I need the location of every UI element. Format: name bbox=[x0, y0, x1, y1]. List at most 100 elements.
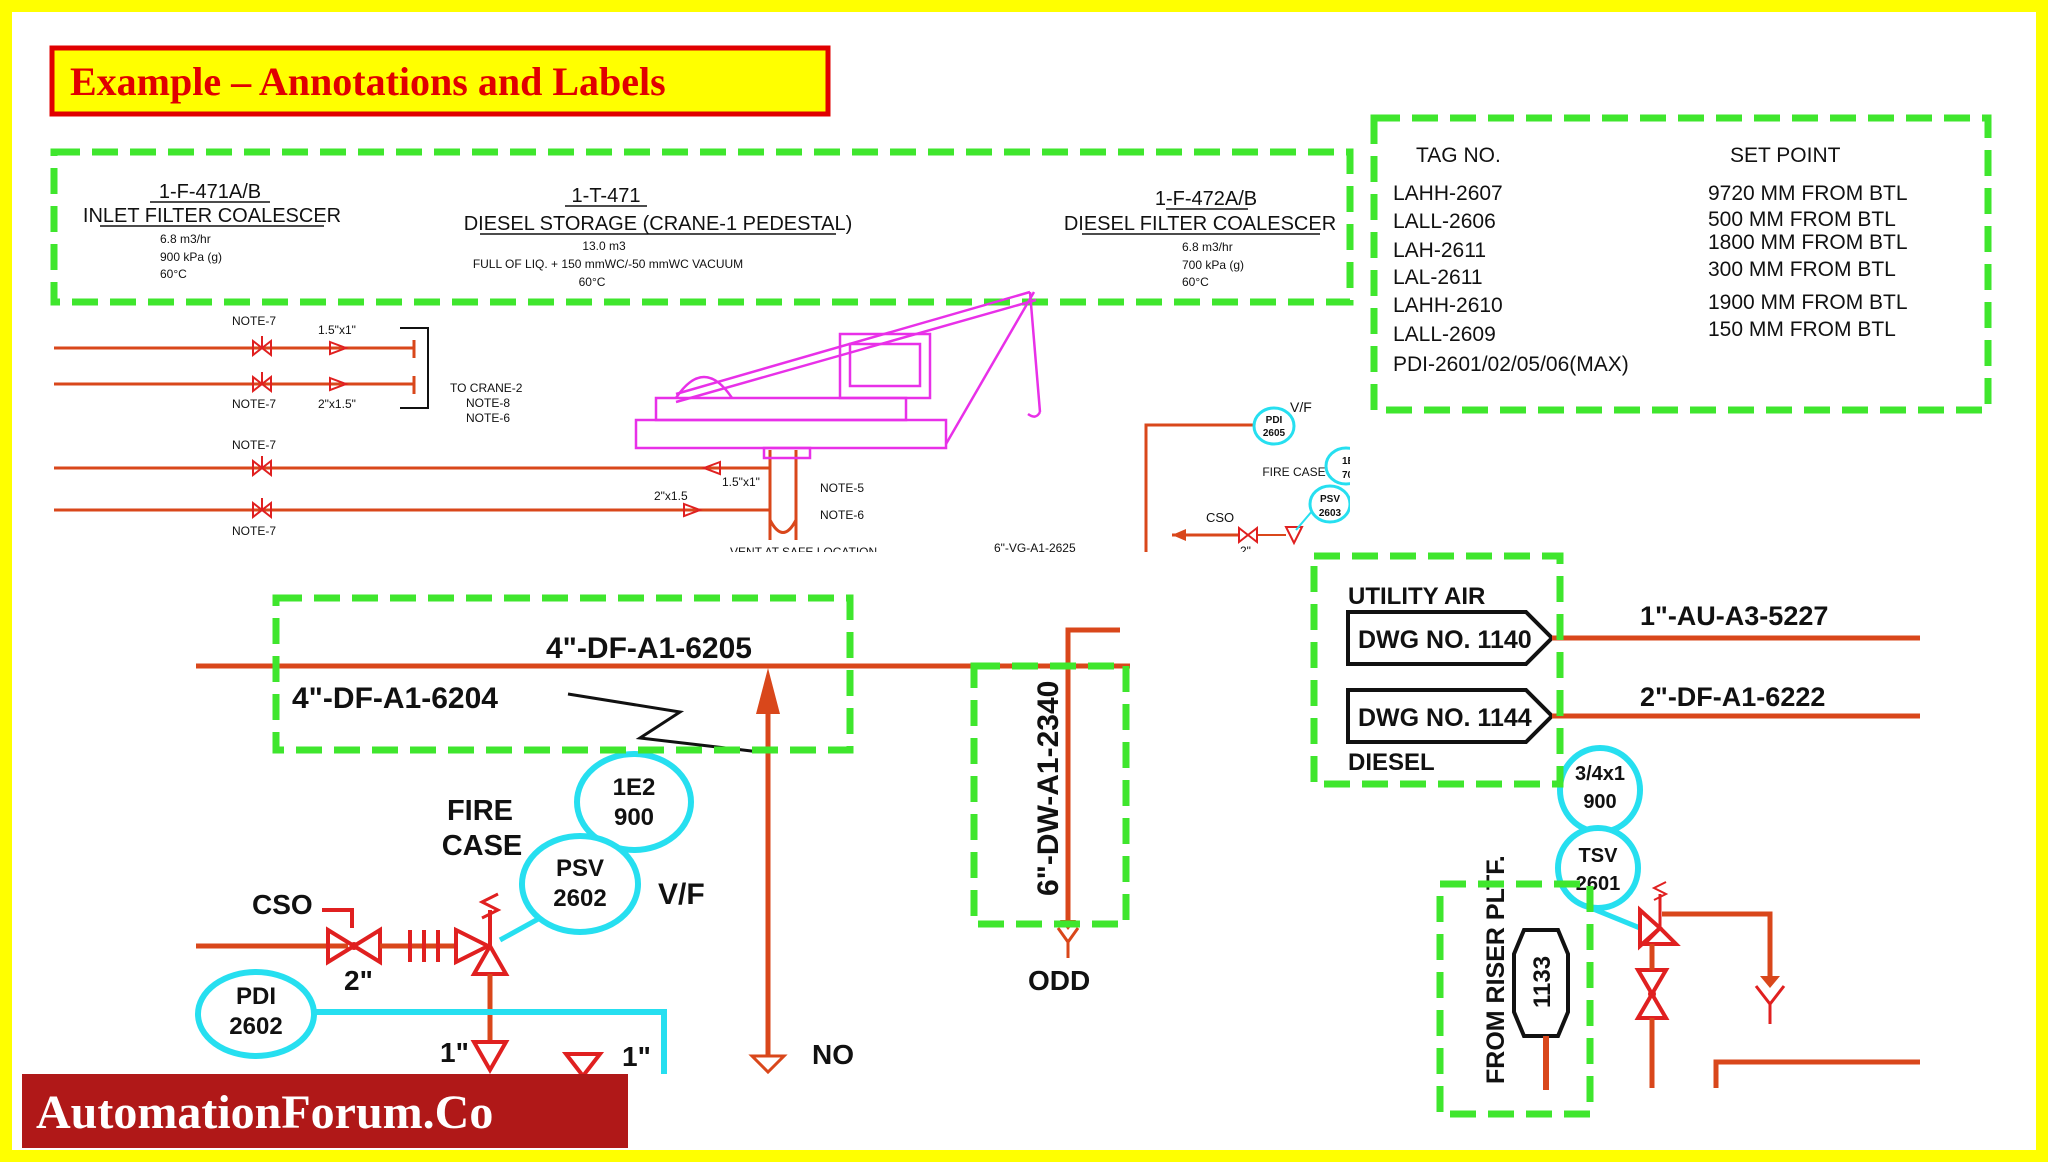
svg-text:900: 900 bbox=[614, 804, 654, 831]
small-reducer bbox=[329, 376, 349, 392]
svg-text:3/4x1: 3/4x1 bbox=[1575, 763, 1625, 785]
svg-text:900: 900 bbox=[1583, 791, 1616, 813]
setpoint-row-value: 9720 MM FROM BTL bbox=[1708, 182, 1908, 205]
setpoint-row-value: 150 MM FROM BTL bbox=[1708, 318, 1896, 341]
small-reducer bbox=[329, 340, 349, 356]
svg-text:1E: 1E bbox=[1342, 456, 1355, 467]
small-valve bbox=[252, 498, 272, 520]
note-label: NOTE-7 bbox=[232, 397, 276, 411]
setpoint-row-tag: LAH-2611 bbox=[1393, 239, 1486, 262]
small-valve bbox=[252, 372, 272, 394]
from-riser-label: FROM RISER PLTF. bbox=[1482, 855, 1510, 1084]
line-df-6205: 4"-DF-A1-6205 bbox=[546, 632, 752, 665]
fire-case-label: FIRE bbox=[447, 795, 513, 827]
equipment-spec-3a: 6.8 m3/hr bbox=[1182, 240, 1233, 254]
tsv-block-valve bbox=[1634, 968, 1670, 1020]
offpage-connector-1140 bbox=[1346, 610, 1555, 666]
setpoint-header-set: SET POINT bbox=[1730, 144, 1841, 167]
note-label: NOTE-7 bbox=[232, 314, 276, 328]
reducer-label: 1.5"x1" bbox=[318, 323, 356, 337]
setpoint-row-tag: LAHH-2607 bbox=[1393, 182, 1503, 205]
equipment-spec-2c: 60°C bbox=[579, 275, 606, 289]
equipment-tag-3: 1-F-472A/B bbox=[1155, 188, 1257, 210]
fire-case-label: CASE bbox=[442, 830, 523, 862]
pdi-small-bubble bbox=[1252, 406, 1296, 446]
svg-text:PDI: PDI bbox=[1266, 415, 1283, 426]
svg-text:PSV: PSV bbox=[1320, 494, 1340, 505]
setpoint-row-value: 500 MM FROM BTL bbox=[1708, 208, 1896, 231]
equipment-spec-2a: 13.0 m3 bbox=[582, 239, 626, 253]
setpoint-row-value: 300 MM FROM BTL bbox=[1708, 258, 1896, 281]
setpoint-row-value: 1900 MM FROM BTL bbox=[1708, 291, 1908, 314]
large-piping-area: NO ODD 6"-DW-A1-2340 4"-DF-A1-6205 4"-DF… bbox=[195, 627, 1130, 1080]
riser-connector bbox=[1512, 928, 1570, 1038]
bottom-valve bbox=[470, 1040, 605, 1080]
instrument-bubble-34x1 bbox=[1557, 745, 1643, 835]
svg-text:2603: 2603 bbox=[1319, 508, 1342, 519]
footer-brand: AutomationForum.Co bbox=[36, 1086, 493, 1139]
svg-text:DWG NO. 1144: DWG NO. 1144 bbox=[1358, 704, 1532, 732]
line-au-5227: 1"-AU-A3-5227 bbox=[1640, 601, 1828, 631]
fire-case-small: FIRE CASE bbox=[1262, 465, 1325, 479]
equipment-tag-1: 1-F-471A/B bbox=[159, 181, 261, 203]
vf-small-label: V/F bbox=[1290, 399, 1312, 415]
setpoint-row-tag: LALL-2609 bbox=[1393, 323, 1496, 346]
setpoint-row-tag: LALL-2606 bbox=[1393, 210, 1496, 233]
reducer-label: 2"x1.5 bbox=[654, 489, 688, 503]
setpoint-footer: PDI-2601/02/05/06(MAX) bbox=[1393, 353, 1629, 376]
svg-text:PSV: PSV bbox=[556, 855, 604, 882]
equipment-tag-2: 1-T-471 bbox=[572, 185, 641, 207]
equipment-spec-3b: 700 kPa (g) bbox=[1182, 258, 1244, 272]
offpage-connector-1144 bbox=[1346, 688, 1555, 744]
cso-label: CSO bbox=[252, 889, 313, 920]
equipment-labels: 1-F-471A/B INLET FILTER COALESCER 6.8 m3… bbox=[83, 181, 1336, 289]
cso-small-label: CSO bbox=[1206, 510, 1234, 525]
offpage-connectors: UTILITY AIR DWG NO. 1140 1"-AU-A3-5227 D… bbox=[1346, 583, 1920, 1090]
setpoint-row-tag: LAHH-2610 bbox=[1393, 294, 1503, 317]
equipment-name-2: DIESEL STORAGE (CRANE-1 PEDESTAL) bbox=[464, 213, 853, 235]
small-valve bbox=[252, 336, 272, 358]
instrument-bubble-1e2 bbox=[574, 751, 694, 853]
svg-text:2601: 2601 bbox=[1576, 873, 1621, 895]
small-reducer bbox=[683, 502, 703, 518]
equipment-spec-1c: 60°C bbox=[160, 267, 187, 281]
size-1in-label: 1" bbox=[440, 1037, 469, 1068]
setpoint-row-tag: LAL-2611 bbox=[1393, 266, 1483, 289]
line-df-6204: 4"-DF-A1-6204 bbox=[292, 682, 498, 715]
to-crane-label: TO CRANE-2 bbox=[450, 381, 523, 395]
size-2in-label: 2" bbox=[344, 965, 373, 996]
page-title: Example – Annotations and Labels bbox=[70, 59, 666, 104]
svg-text:70: 70 bbox=[1342, 470, 1354, 481]
tsv-bubble bbox=[1555, 825, 1641, 911]
note-label: NOTE-7 bbox=[232, 524, 276, 538]
equipment-spec-1a: 6.8 m3/hr bbox=[160, 232, 211, 246]
psv-bubble bbox=[519, 833, 641, 935]
small-valve bbox=[252, 456, 272, 478]
reducer-label: 2"x1.5" bbox=[318, 397, 356, 411]
setpoint-header-tag: TAG NO. bbox=[1416, 144, 1501, 167]
line-df-6222: 2"-DF-A1-6222 bbox=[1640, 682, 1825, 712]
title-banner: Example – Annotations and Labels bbox=[49, 45, 831, 117]
equipment-name-3: DIESEL FILTER COALESCER bbox=[1064, 213, 1336, 235]
svg-text:DWG NO. 1140: DWG NO. 1140 bbox=[1358, 626, 1532, 654]
highlight-equipment-labels bbox=[50, 148, 1354, 306]
svg-text:1E2: 1E2 bbox=[613, 774, 656, 801]
diesel-label: DIESEL bbox=[1348, 749, 1435, 776]
highlight-line-number-dw bbox=[970, 662, 1130, 928]
setpoint-row-value: 1800 MM FROM BTL bbox=[1708, 231, 1908, 254]
small-reducer bbox=[701, 460, 721, 476]
svg-text:2602: 2602 bbox=[553, 885, 606, 912]
upper-right-piping: PDI 2605 V/F FIRE CASE PSV 2603 1E 70 CS… bbox=[1144, 399, 1380, 558]
utility-air-label: UTILITY AIR bbox=[1348, 583, 1485, 610]
crane-drawing bbox=[634, 290, 1042, 460]
highlight-setpoint-table bbox=[1370, 114, 1992, 414]
size-1in-label: 1" bbox=[622, 1041, 651, 1072]
note-label: NOTE-7 bbox=[232, 438, 276, 452]
highlight-offpage-connectors bbox=[1310, 552, 1564, 788]
odd-label: ODD bbox=[1028, 965, 1090, 996]
equipment-spec-1b: 900 kPa (g) bbox=[160, 250, 222, 264]
svg-text:2602: 2602 bbox=[229, 1013, 282, 1040]
cso-valve bbox=[326, 926, 382, 966]
